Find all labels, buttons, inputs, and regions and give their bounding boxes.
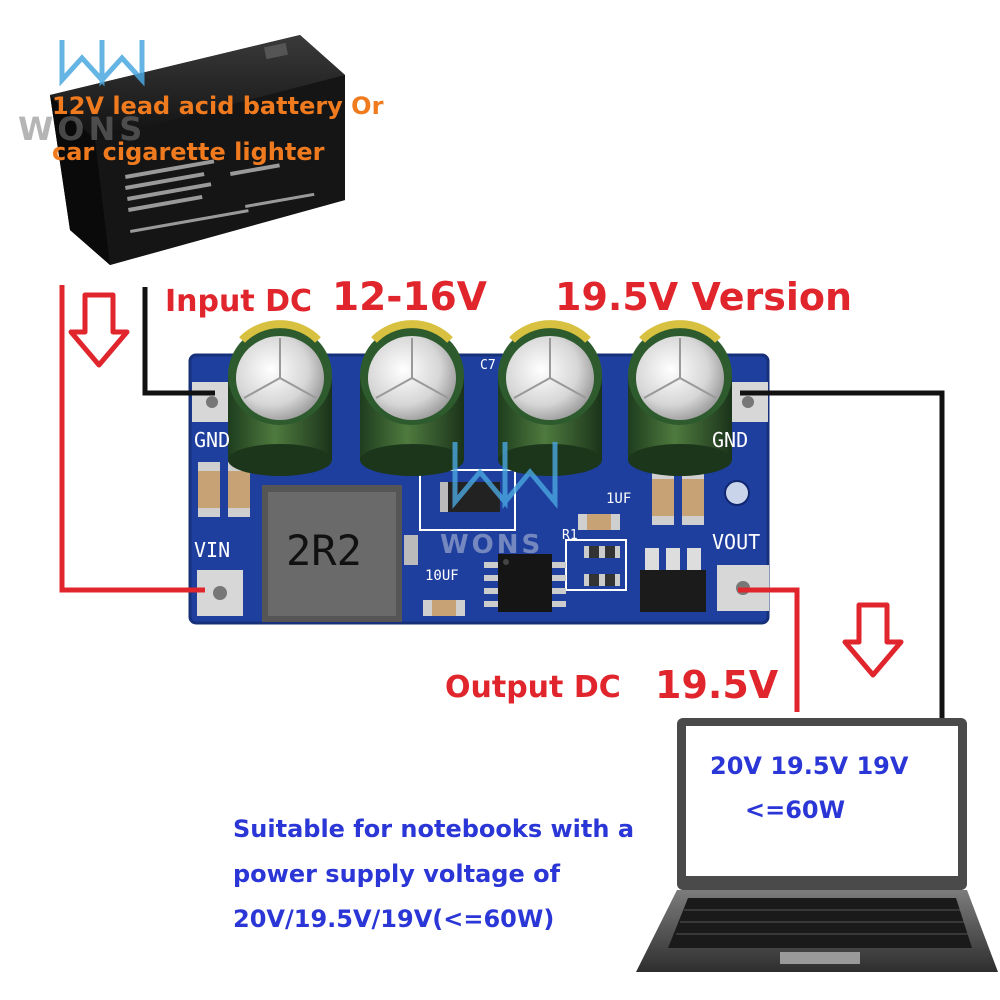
pcb-label-gnd-right: GND <box>712 428 749 452</box>
description-line1: Suitable for notebooks with a <box>233 815 635 843</box>
description-line2: power supply voltage of <box>233 860 561 888</box>
pcb-label-r1: R1 <box>562 528 578 543</box>
pcb-label-10uf: 10UF <box>425 568 459 584</box>
arrow-down-icon <box>68 292 130 368</box>
battery <box>50 35 345 265</box>
capacitor-4 <box>628 320 732 476</box>
watermark-text: WONS <box>18 110 147 148</box>
pad-vout-top <box>728 382 768 422</box>
pad-vin <box>197 570 243 616</box>
arrow-down-icon-output <box>842 602 904 678</box>
wire-black-output <box>740 390 945 718</box>
pcb-label-vin: VIN <box>194 538 231 562</box>
capacitor-3 <box>498 320 602 476</box>
pcb-label-c7: C7 <box>480 358 496 373</box>
inductor <box>262 485 418 622</box>
smd-resistors <box>584 546 620 586</box>
pcb-label-vout: VOUT <box>712 530 761 554</box>
description-line3: 20V/19.5V/19V(<=60W) <box>233 905 555 933</box>
laptop-keys <box>676 909 968 935</box>
watermark-logo <box>59 40 145 87</box>
battery-caption-line2: car cigarette lighter <box>52 138 325 166</box>
input-range: 12-16V <box>332 275 487 320</box>
laptop <box>636 718 998 972</box>
pad-vin-top <box>192 382 232 422</box>
capacitor-1 <box>228 320 332 476</box>
laptop-keyboard <box>668 898 972 948</box>
smd-cap-10uf <box>423 600 465 616</box>
regulator <box>640 548 706 612</box>
battery-caption-line1: 12V lead acid battery Or <box>52 92 384 120</box>
output-label: Output DC <box>445 670 621 705</box>
wire-red-output <box>738 587 800 712</box>
watermark-logo-center <box>452 442 558 509</box>
pcb-label-gnd-left: GND <box>194 428 231 452</box>
pcb-label-1uf: 1UF <box>606 491 632 507</box>
wire-black-input <box>142 287 215 396</box>
smd-cap-1uf <box>578 514 620 530</box>
input-label: Input DC <box>165 284 313 319</box>
laptop-screen-line1: 20V 19.5V 19V <box>710 752 909 780</box>
ic-chip <box>484 554 566 612</box>
version-label: 19.5V Version <box>555 275 853 319</box>
battery-spec-label <box>124 159 315 233</box>
capacitor-2 <box>360 320 464 476</box>
laptop-screen-line2: <=60W <box>745 796 846 824</box>
watermark-text-center: WONS <box>440 530 544 560</box>
inductor-marking: 2R2 <box>286 526 362 575</box>
wire-red-input <box>59 285 205 593</box>
output-value: 19.5V <box>655 663 779 707</box>
